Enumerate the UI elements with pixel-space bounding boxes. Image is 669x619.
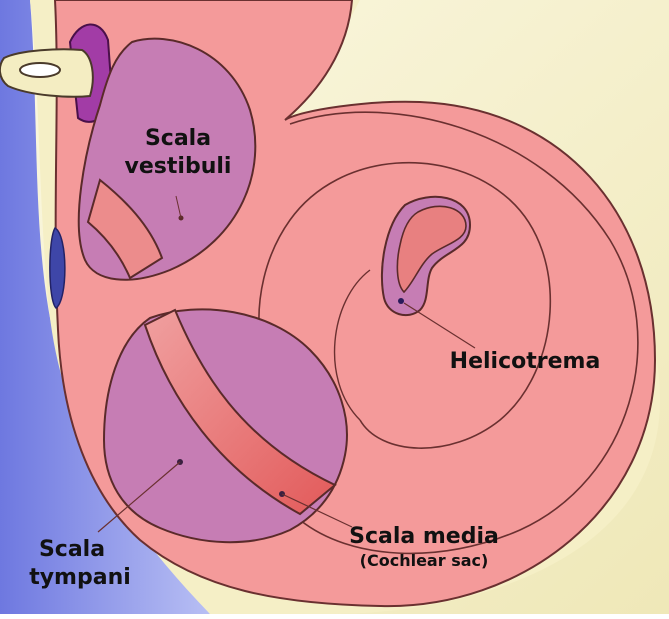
helicotrema-label: Helicotrema (450, 349, 601, 374)
scala-media-label: Scala media (349, 524, 499, 549)
scala-vestibuli-label-line1: Scala (145, 126, 211, 151)
helicotrema-point (398, 298, 404, 304)
stapes-hole (20, 63, 60, 77)
scala-tympani-label-line1: Scala (39, 537, 105, 562)
scala-tympani-label-line2: tympani (29, 565, 131, 590)
scala-vestibuli-label-line2: vestibuli (125, 154, 232, 179)
scala-media-sublabel: (Cochlear sac) (360, 551, 489, 570)
